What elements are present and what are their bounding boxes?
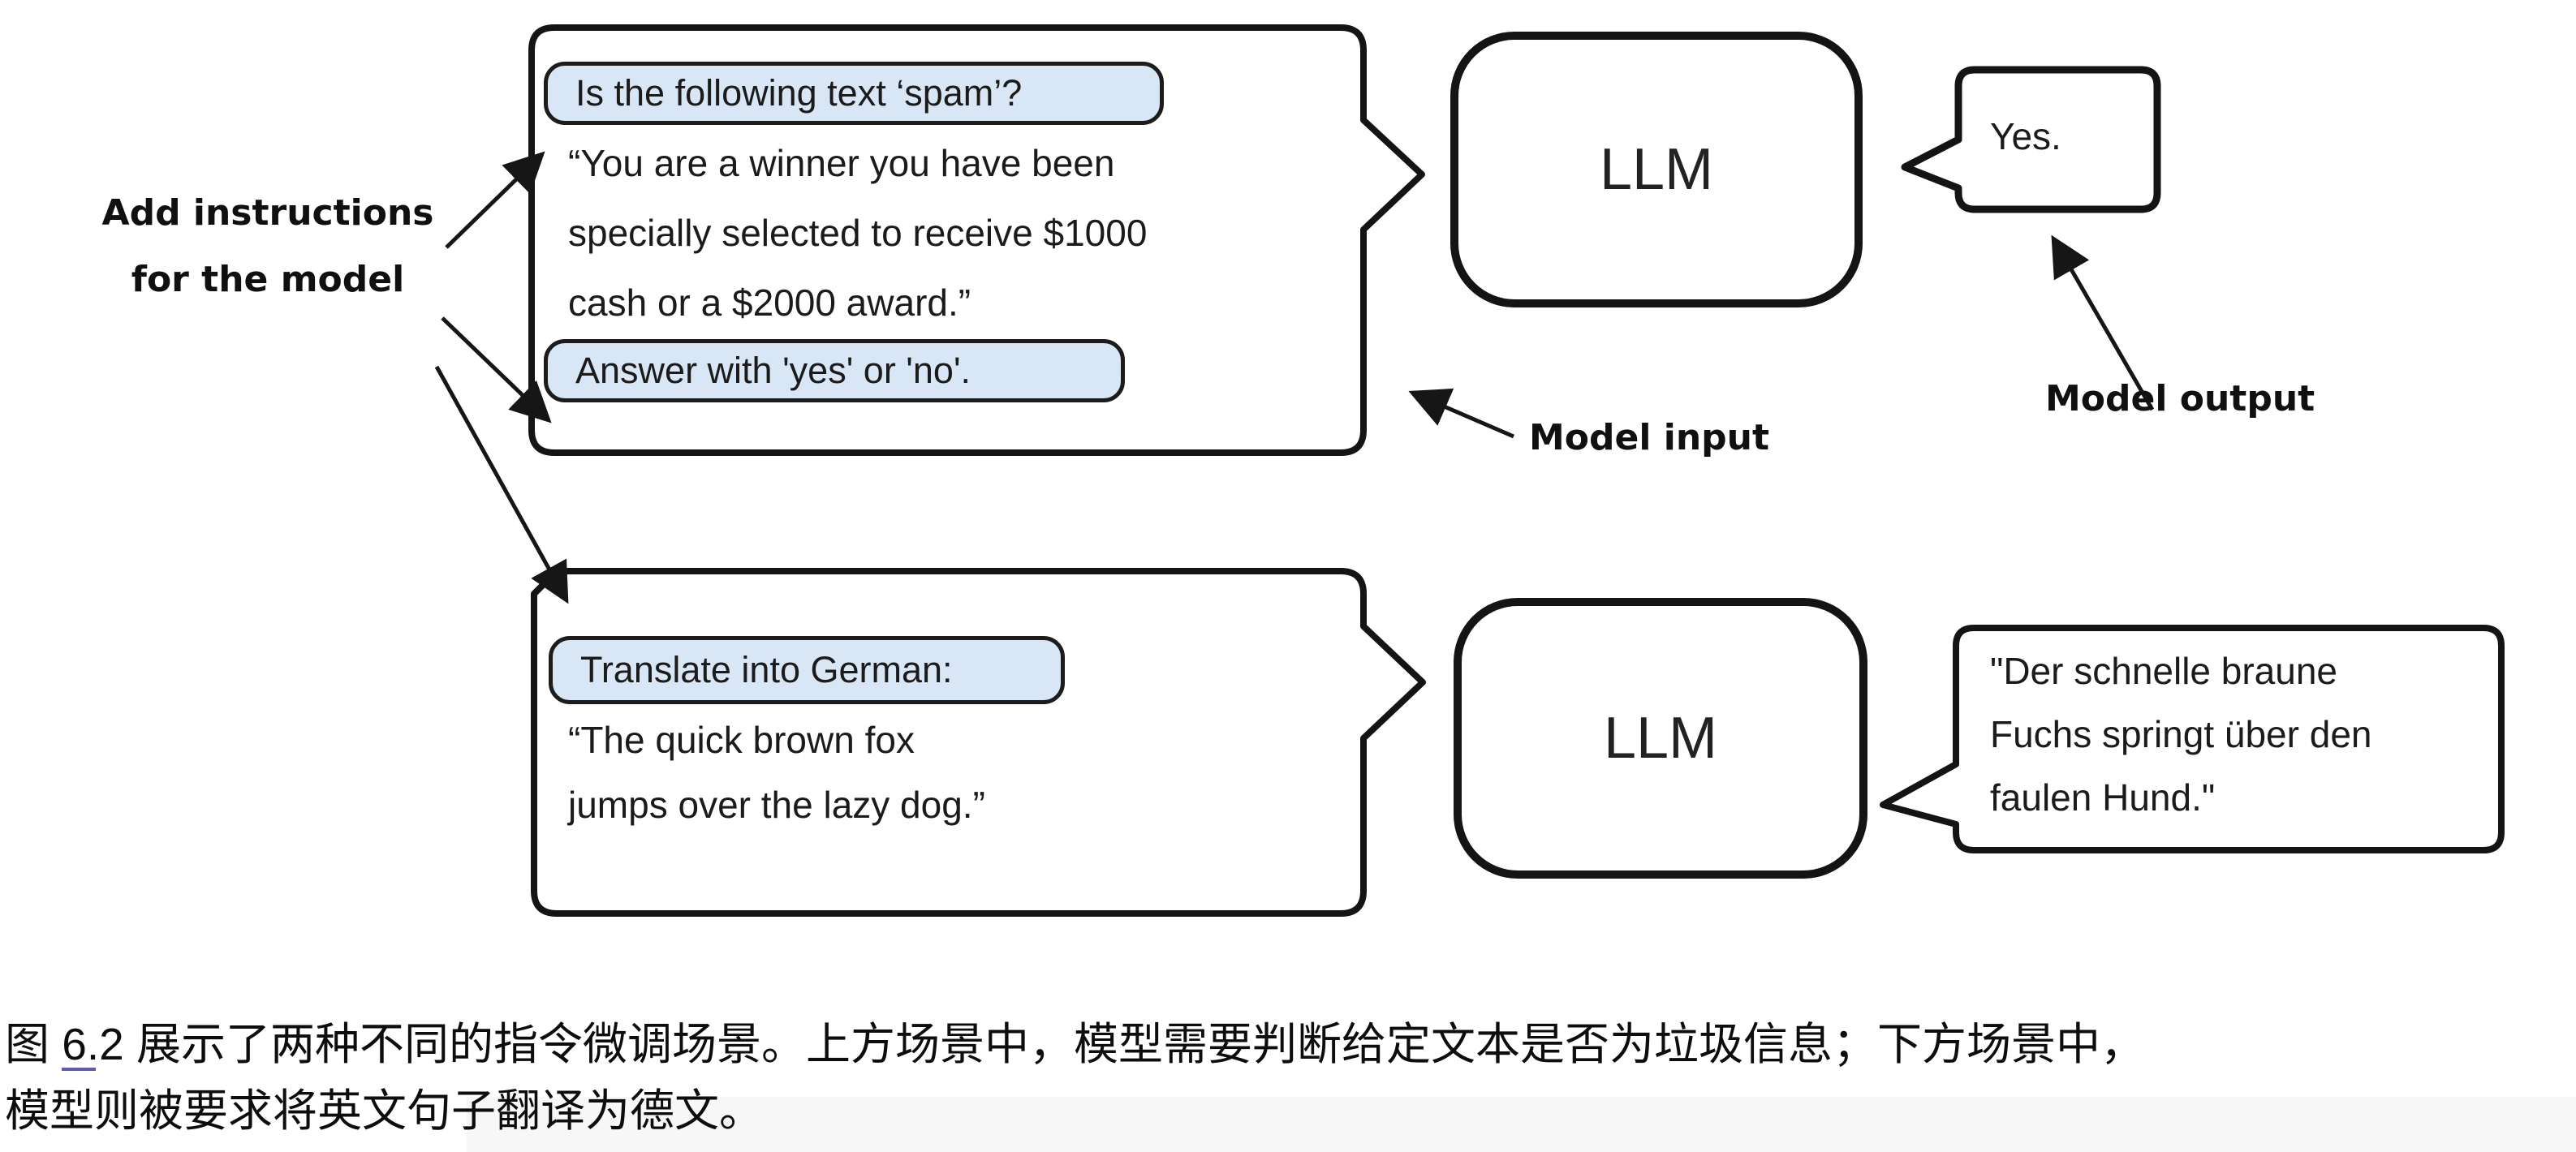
input-body-bottom: “The quick brown fox jumps over the lazy… bbox=[568, 707, 985, 837]
caption-line2: 模型则被要求将英文句子翻译为德文。 bbox=[5, 1085, 765, 1136]
page-background-strip bbox=[467, 1097, 2576, 1152]
input-body-bottom-line2: jumps over the lazy dog.” bbox=[568, 784, 985, 826]
add-instructions-line2: for the model bbox=[131, 259, 405, 300]
instruction-pill-translate: Translate into German: bbox=[549, 636, 1065, 704]
add-instructions-label: Add instructions for the model bbox=[73, 180, 463, 313]
arrow-add-instructions-to-pill2 bbox=[441, 316, 552, 423]
output-german-line3: faulen Hund." bbox=[1990, 776, 2216, 819]
arrow-add-instructions-to-pill1 bbox=[445, 151, 545, 249]
arrow-model-output bbox=[2051, 234, 2155, 411]
input-body-top-line2: specially selected to receive $1000 bbox=[568, 212, 1148, 254]
caption-line1: 图 6.2 展示了两种不同的指令微调场景。上方场景中，模型需要判断给定文本是否为… bbox=[5, 1019, 2146, 1069]
input-body-top-line1: “You are a winner you have been bbox=[568, 142, 1115, 184]
llm-label-bottom: LLM bbox=[1603, 706, 1718, 771]
output-bubble-bottom bbox=[1880, 625, 2505, 853]
input-body-top: “You are a winner you have been speciall… bbox=[568, 128, 1147, 337]
arrow-add-instructions-to-pill3 bbox=[434, 365, 569, 604]
output-text-german: "Der schnelle braune Fuchs springt über … bbox=[1990, 639, 2372, 829]
figure-caption: 图 6.2 展示了两种不同的指令微调场景。上方场景中，模型需要判断给定文本是否为… bbox=[5, 1011, 2145, 1144]
llm-label-top: LLM bbox=[1599, 137, 1714, 202]
figure-ref-underline bbox=[62, 1068, 96, 1071]
instruction-pill-answer: Answer with 'yes' or 'no'. bbox=[544, 339, 1125, 402]
input-body-top-line3: cash or a $2000 award.” bbox=[568, 282, 971, 324]
output-bubble-top bbox=[1901, 66, 2161, 213]
llm-box-top bbox=[1450, 32, 1863, 307]
model-output-label: Model output bbox=[2045, 378, 2315, 419]
model-input-label: Model input bbox=[1529, 417, 1770, 458]
arrow-model-input bbox=[1408, 388, 1514, 439]
add-instructions-line1: Add instructions bbox=[101, 192, 434, 234]
output-text-yes: Yes. bbox=[1990, 115, 2061, 157]
instruction-pill-spam: Is the following text ‘spam’? bbox=[544, 62, 1164, 125]
llm-box-bottom bbox=[1454, 598, 1867, 879]
output-german-line2: Fuchs springt über den bbox=[1990, 713, 2372, 755]
output-german-line1: "Der schnelle braune bbox=[1990, 650, 2338, 692]
input-body-bottom-line1: “The quick brown fox bbox=[568, 719, 915, 761]
